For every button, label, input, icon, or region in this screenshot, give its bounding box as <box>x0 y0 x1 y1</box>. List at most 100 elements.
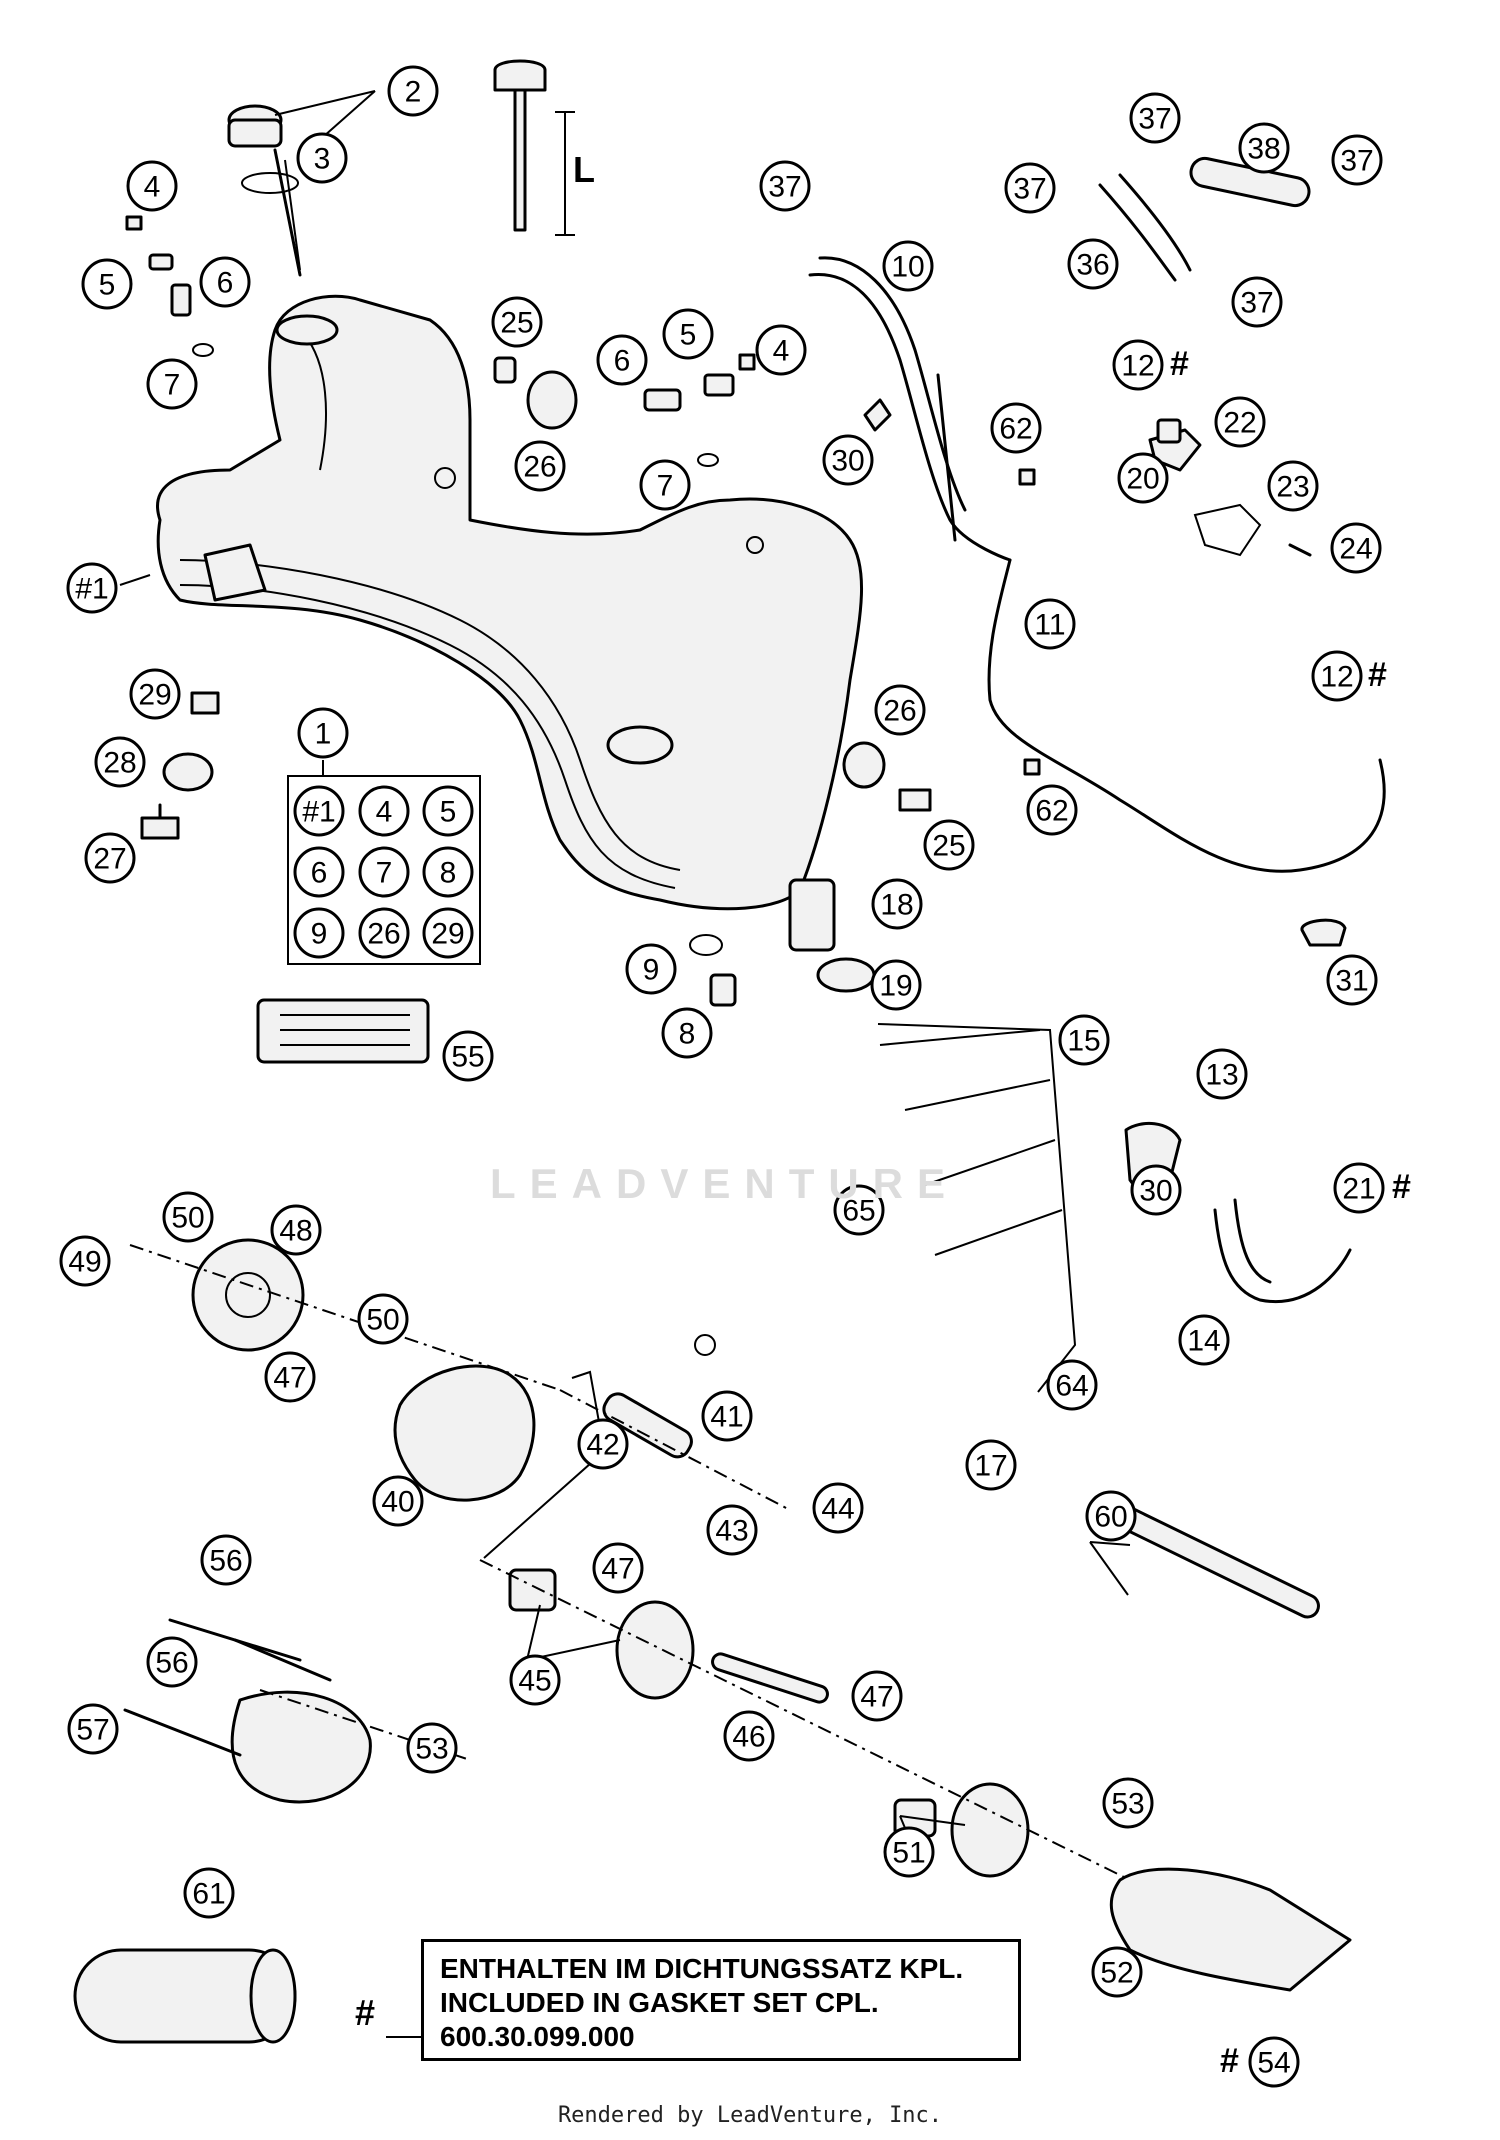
callout-circle <box>59 1235 111 1287</box>
callout-c17: 17 <box>965 1439 1017 1491</box>
callout-c62a: 62 <box>990 402 1042 454</box>
callout-label: 12 <box>1121 350 1154 383</box>
callout-label: 37 <box>1013 173 1046 206</box>
callout-c13: 13 <box>1196 1048 1248 1100</box>
callout-circle <box>1326 954 1378 1006</box>
callout-c21: 21 <box>1333 1162 1385 1214</box>
callout-c25a: 25 <box>491 296 543 348</box>
callout-circle <box>1102 1777 1154 1829</box>
callout-c5a: 5 <box>81 258 133 310</box>
callout-circle <box>94 736 146 788</box>
callout-c25b: 25 <box>923 819 975 871</box>
callout-label: 53 <box>415 1733 448 1766</box>
callout-c14: 14 <box>1178 1314 1230 1366</box>
callout-label: 14 <box>1187 1325 1220 1358</box>
callout-c1tank: #1 <box>66 562 118 614</box>
callout-c30a: 30 <box>822 434 874 486</box>
callout-circle <box>923 819 975 871</box>
callout-c15: 15 <box>1058 1014 1110 1066</box>
callout-circle <box>1130 1164 1182 1216</box>
callout-label: 53 <box>1111 1788 1144 1821</box>
callout-circle <box>264 1351 316 1403</box>
callout-c27: 27 <box>84 832 136 884</box>
callout-c45: 45 <box>509 1654 561 1706</box>
callout-label: 2 <box>405 76 422 109</box>
callout-circle <box>706 1504 758 1556</box>
callout-c4a: 4 <box>126 160 178 212</box>
callout-c9: 9 <box>625 943 677 995</box>
callout-circle <box>851 1670 903 1722</box>
callout-label: 7 <box>657 470 674 503</box>
callout-circle <box>509 1654 561 1706</box>
callout-circle <box>1238 122 1290 174</box>
oil-pump <box>123 1238 1352 1992</box>
callout-circle <box>990 402 1042 454</box>
kit-grid-item: 9 <box>293 907 345 959</box>
kit-grid-label: #1 <box>302 796 335 829</box>
callout-label: 47 <box>273 1362 306 1395</box>
callout-c52: 52 <box>1091 1946 1143 1998</box>
callout-circle <box>759 160 811 212</box>
callout-circle <box>1196 1048 1248 1100</box>
callout-c41: 41 <box>701 1390 753 1442</box>
callout-label: 17 <box>974 1450 1007 1483</box>
callout-c24: 24 <box>1330 522 1382 574</box>
callout-c37b: 37 <box>1004 162 1056 214</box>
callout-c65: 65 <box>833 1184 885 1236</box>
callout-c12a: 12 <box>1112 339 1164 391</box>
kit-grid-item: 5 <box>422 785 474 837</box>
callout-label: 55 <box>451 1041 484 1074</box>
callout-circle <box>126 160 178 212</box>
callout-circle <box>723 1710 775 1762</box>
callout-circle <box>755 324 807 376</box>
callout-c20: 20 <box>1117 452 1169 504</box>
callout-circle <box>1178 1314 1230 1366</box>
callout-c10: 10 <box>882 240 934 292</box>
callout-label: 42 <box>586 1429 619 1462</box>
callout-circle <box>1117 452 1169 504</box>
callout-label: 4 <box>144 171 161 204</box>
callout-circle <box>84 832 136 884</box>
kit-grid-circle <box>422 846 474 898</box>
watermark: LEADVENTURE <box>490 1160 960 1207</box>
callout-c56a: 56 <box>200 1534 252 1586</box>
callout-circle <box>1024 598 1076 650</box>
callout-circle <box>1267 460 1319 512</box>
callout-label: 8 <box>679 1018 696 1051</box>
callout-label: 56 <box>155 1647 188 1680</box>
callout-c36: 36 <box>1067 238 1119 290</box>
callout-circle <box>1091 1946 1143 1998</box>
note-line-en: INCLUDED IN GASKET SET CPL. <box>440 1987 879 2018</box>
callout-circle <box>372 1475 424 1527</box>
callout-c40: 40 <box>372 1475 424 1527</box>
hash-mark-c54: # <box>1220 2042 1239 2080</box>
hash-mark-c21: # <box>1392 1168 1411 1206</box>
callout-circle <box>1231 276 1283 328</box>
kit-grid-label: 9 <box>311 918 328 951</box>
kit-grid-item: 26 <box>358 907 410 959</box>
callout-circle <box>833 1184 885 1236</box>
callout-circle <box>514 440 566 492</box>
kit-grid-label: 5 <box>440 796 457 829</box>
callout-circle <box>406 1722 458 1774</box>
kit-grid-label: 6 <box>311 857 328 890</box>
callout-label: 28 <box>103 747 136 780</box>
callout-c54: 54 <box>1248 2036 1300 2088</box>
callout-c51: 51 <box>883 1826 935 1878</box>
callout-circle <box>66 562 118 614</box>
callout-label: 57 <box>76 1714 109 1747</box>
callout-label: 44 <box>821 1493 854 1526</box>
oil-tank <box>156 294 863 911</box>
kit-grid-label: 8 <box>440 857 457 890</box>
callout-c30b: 30 <box>1130 1164 1182 1216</box>
kit-grid-circle <box>293 846 345 898</box>
callout-circle <box>661 1007 713 1059</box>
callout-circle <box>812 1482 864 1534</box>
callout-label: 30 <box>1139 1175 1172 1208</box>
kit-grid-circle <box>358 785 410 837</box>
callout-label: 37 <box>768 171 801 204</box>
callout-label: 26 <box>883 695 916 728</box>
kit-grid-item: 29 <box>422 907 474 959</box>
callout-label: 36 <box>1076 249 1109 282</box>
